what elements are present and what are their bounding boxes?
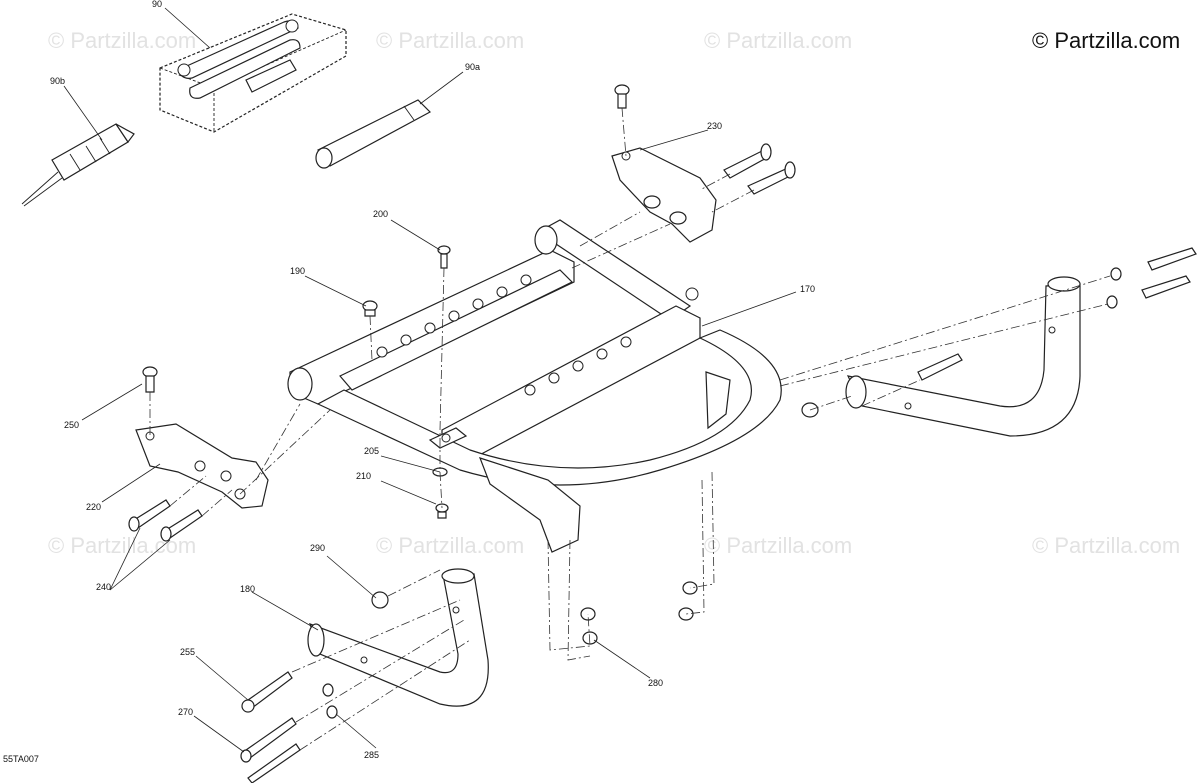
watermark-5: © Partzilla.com [376,533,524,558]
bracket-left [135,423,269,509]
tool-kit-box [159,13,347,133]
tube-wrench [315,99,431,169]
callout-270: 270 [178,707,193,717]
callout-190: 190 [290,266,305,276]
watermark-4: © Partzilla.com [48,533,196,558]
bolts-right [801,247,1197,418]
callout-205: 205 [364,446,379,456]
bolts-left-bottom [240,591,389,783]
screwdriver [21,123,135,207]
callout-220: 220 [86,502,101,512]
bracket-right [611,147,717,243]
callout-90: 90 [152,0,162,9]
leader-lines [63,7,797,753]
callout-290: 290 [310,543,325,553]
callout-210: 210 [356,471,371,481]
pins-right [723,143,796,195]
assembly-lines [149,107,1111,751]
callout-250: 250 [64,420,79,430]
watermark-7: © Partzilla.com [1032,533,1180,558]
main-frame [287,219,782,553]
callout-240: 240 [96,582,111,592]
callout-170: 170 [800,284,815,294]
step-bar-left [307,568,489,707]
callout-280: 280 [648,678,663,688]
rail-holes [376,274,632,396]
callouts: 90 90a 90b 170 180 190 200 205 210 220 2… [50,0,815,760]
watermark-3: © Partzilla.com [704,28,852,53]
small-fasteners [362,245,451,519]
brand-logo-text: © Partzilla.com [1032,28,1180,53]
callout-230: 230 [707,121,722,131]
bolt-left [142,366,158,393]
bolt-top [614,84,630,109]
callout-255: 255 [180,647,195,657]
nuts [580,581,698,645]
callout-200: 200 [373,209,388,219]
callout-285: 285 [364,750,379,760]
watermark-6: © Partzilla.com [704,533,852,558]
callout-180: 180 [240,584,255,594]
watermark-2: © Partzilla.com [376,28,524,53]
pins-left [128,499,203,542]
watermark-1: © Partzilla.com [48,28,196,53]
step-bar-right [845,276,1081,437]
callout-90a: 90a [465,62,480,72]
diagram-code: 55TA007 [3,754,39,764]
callout-90b: 90b [50,76,65,86]
